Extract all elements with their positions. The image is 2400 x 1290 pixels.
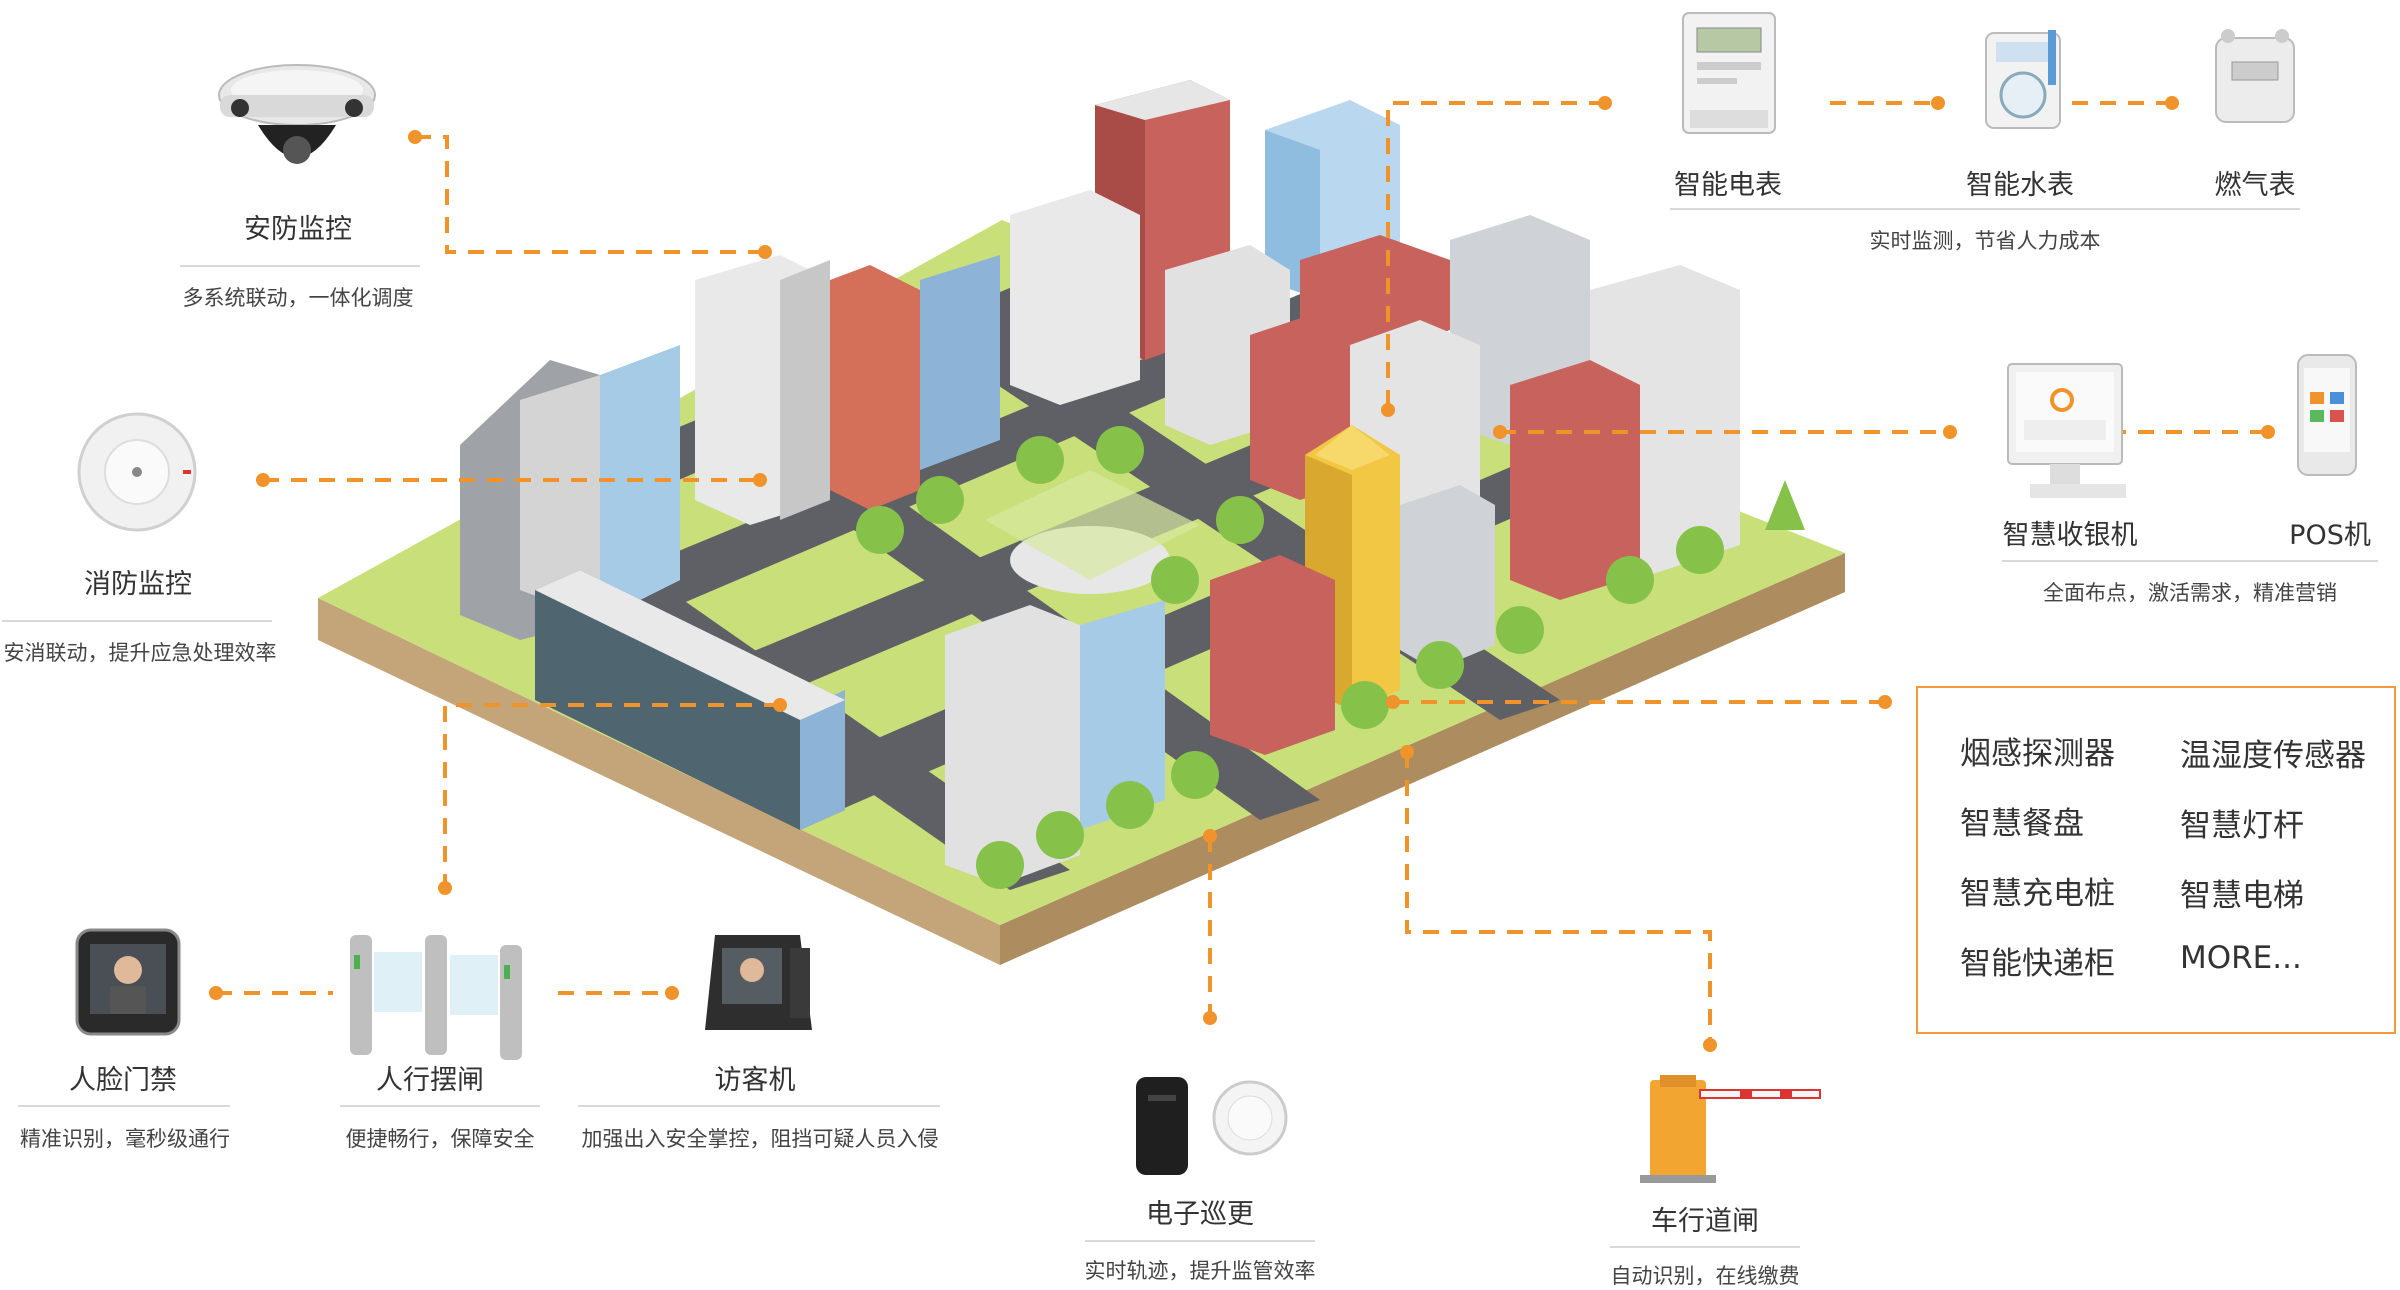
node-fire-title: 消防监控 [84,569,192,600]
ptz-camera-icon [218,64,376,164]
more-item-smart-tray: 智慧餐盘 [1960,806,2084,842]
node-retail-desc: 全面布点，激活需求，精准营销 [2043,581,2337,605]
node-face-title: 人脸门禁 [69,1065,177,1096]
more-devices-box: 烟感探测器 温湿度传感器 智慧餐盘 智慧灯杆 智慧充电桩 智慧电梯 智能快递柜 … [1916,686,2396,1034]
more-item-elevator: 智慧电梯 [2180,878,2304,914]
divider [1610,1246,1800,1248]
more-item-temp-humidity: 温湿度传感器 [2180,738,2366,774]
node-visitor-title: 访客机 [714,1065,796,1096]
meter-water-label: 智能水表 [1966,170,2074,201]
vehicle-barrier-icon [1640,1075,1821,1183]
connector-dots [209,96,2275,1052]
divider [18,1105,230,1107]
divider [1085,1240,1315,1242]
divider [578,1105,940,1107]
node-face-desc: 精准识别，毫秒级通行 [20,1127,230,1151]
divider [2,620,272,622]
node-turnstile-desc: 便捷畅行，保障安全 [345,1127,535,1151]
electric-meter-icon [1682,12,1776,134]
city-buildings [460,80,1740,885]
node-visitor-desc: 加强出入安全掌控，阻挡可疑人员入侵 [581,1127,939,1151]
divider [180,265,420,267]
node-security-desc: 多系统联动，一体化调度 [182,286,414,310]
node-security-title: 安防监控 [244,214,352,245]
node-meters-desc: 实时监测，节省人力成本 [1869,229,2101,253]
water-meter-icon [1985,30,2061,129]
node-fire-desc: 安消联动，提升应急处理效率 [3,641,277,665]
retail-pos-label: POS机 [2289,520,2371,551]
more-item-parcel-locker: 智能快递柜 [1960,946,2115,982]
trees [856,426,1805,889]
visitor-kiosk-icon [705,935,812,1030]
node-barrier-desc: 自动识别，在线缴费 [1610,1264,1800,1288]
retail-register-label: 智慧收银机 [2002,520,2138,551]
divider [1670,208,2300,210]
more-item-smart-pole: 智慧灯杆 [2180,808,2304,844]
connector-lines [216,101,2268,1045]
divider [340,1105,540,1107]
meter-electric-label: 智能电表 [1674,170,1782,201]
turnstile-icon [350,935,522,1060]
gas-meter-icon [2215,29,2295,123]
more-item-smoke: 烟感探测器 [1960,736,2115,772]
node-barrier-title: 车行道闸 [1651,1206,1759,1237]
node-turnstile-title: 人行摆闸 [376,1065,484,1096]
smoke-detector-icon [77,412,197,532]
more-item-more: MORE... [2180,940,2302,976]
node-patrol-desc: 实时轨迹，提升监管效率 [1084,1259,1316,1283]
cash-register-icon [2007,363,2126,498]
patrol-reader-icon [1136,1077,1288,1175]
more-item-charging-pile: 智慧充电桩 [1960,876,2115,912]
pos-terminal-icon [2297,354,2357,476]
divider [2002,560,2378,562]
meter-gas-label: 燃气表 [2214,170,2296,201]
face-access-icon [75,928,181,1036]
node-patrol-title: 电子巡更 [1146,1199,1254,1230]
